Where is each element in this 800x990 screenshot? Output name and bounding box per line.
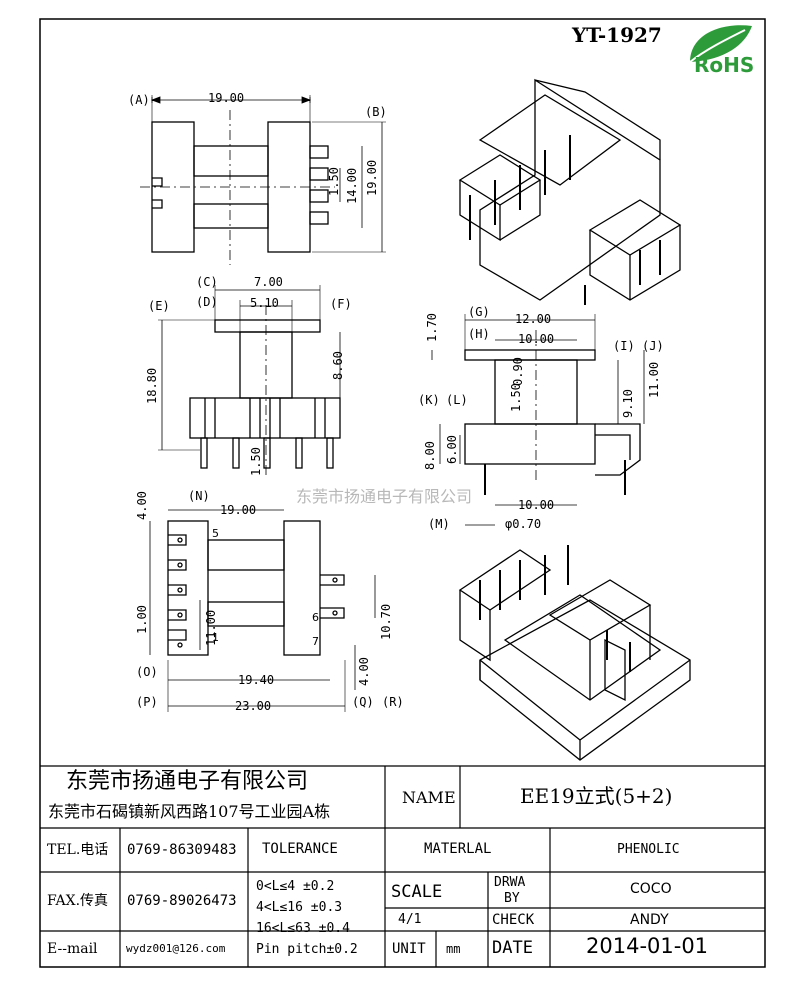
dim-top-height: 19.00 [365,159,379,196]
tolerance-row-1: 0<L≤4 ±0.2 [256,879,335,894]
dim-top-inner: 14.00 [345,167,359,204]
label-h: (H) [468,327,490,341]
dim-side-pin: φ0.70 [505,517,542,531]
label-p: (P) [136,695,158,709]
top-view [140,95,386,265]
label-g: (G) [468,305,490,319]
tolerance-row-2: 4<L≤16 ±0.3 [256,900,343,915]
watermark: 东莞市扬通电子有限公司 [296,487,473,506]
email-value: wydz001@126.com [126,942,226,955]
company-name: 东莞市扬通电子有限公司 [66,769,309,794]
rohs-leaf-icon [689,25,752,63]
dim-bottom-q: 4.00 [357,657,371,686]
title-block-grid [40,765,765,967]
side-view [431,314,645,526]
label-l: (L) [446,393,468,407]
date-value: 2014-01-01 [586,934,709,958]
dim-side-small2: 0.90 [511,357,525,386]
company-address: 东莞市石碣镇新风西路107号工业园A栋 [48,802,331,821]
label-d: (D) [196,295,218,309]
dim-bottom-p: 23.00 [235,699,272,713]
tolerance-label: TOLERANCE [262,841,338,857]
tolerance-row-4: Pin pitch±0.2 [256,942,358,957]
pin-label-5: 5 [212,527,219,540]
dim-side-g: 12.00 [515,312,552,326]
label-o: (O) [136,665,158,679]
label-i: (I) [613,339,635,353]
dim-front-d: 5.10 [250,296,279,310]
tel-label: TEL.电话 [47,842,109,858]
scale-label: SCALE [391,882,443,902]
iso-view-bottom [458,545,691,761]
label-r: (R) [382,695,404,709]
dim-side-bottom: 10.00 [518,498,555,512]
dim-side-l: 6.00 [445,435,459,464]
dim-side-j: 11.00 [647,361,661,398]
front-view [158,285,341,475]
rohs-label: RoHS [694,53,755,77]
label-e: (E) [148,299,170,313]
dim-front-c: 7.00 [254,275,283,289]
dim-bottom-right: 10.70 [379,603,393,640]
drawn-value: COCO [630,881,672,897]
tel-value: 0769-86309483 [127,842,237,858]
label-c: (C) [196,275,218,289]
pin-label-6: 6 [312,611,319,624]
fax-value: 0769-89026473 [127,893,237,909]
date-label: DATE [492,938,533,958]
dim-side-i: 9.10 [621,389,635,418]
material-value: PHENOLIC [617,842,680,857]
fax-label: FAX.传真 [47,893,109,909]
label-f: (F) [330,297,352,311]
unit-label: UNIT [392,941,426,957]
label-q: (Q) [352,695,374,709]
label-j: (J) [642,339,664,353]
dim-side-small1: 1.50 [509,383,523,412]
name-label: NAME [402,788,456,807]
drawn-label-2: BY [504,891,520,906]
dim-side-k: 8.00 [423,441,437,470]
check-value: ANDY [630,912,669,928]
tolerance-row-3: 16<L≤63 ±0.4 [256,921,350,936]
iso-view-top [458,78,682,305]
dim-bottom-left: 4.00 [135,491,149,520]
dim-side-h: 10.00 [518,332,555,346]
dim-top-width: 19.00 [208,91,245,105]
scale-value: 4/1 [398,912,422,927]
name-value: EE19立式(5+2) [520,784,673,808]
material-label: MATERLAL [424,841,492,857]
label-n: (N) [188,489,210,503]
label-m: (M) [428,517,450,531]
dim-top-small: 1.50 [327,167,341,196]
email-label: E--mail [47,941,98,957]
label-k: (K) [418,393,440,407]
dim-front-height: 18.80 [145,367,159,404]
label-a: (A) [128,93,150,107]
dim-bottom-o: 19.40 [238,673,275,687]
sheet-border [39,18,766,968]
check-label: CHECK [492,912,535,928]
pin-label-7: 7 [312,635,319,648]
bottom-view [149,509,376,712]
part-code: YT-1927 [572,23,662,47]
drawn-label-1: DRWA [494,875,526,890]
dim-side-gap: 1.70 [425,313,439,342]
dim-bottom-n: 19.00 [220,503,257,517]
pin-label-1: 1 [212,631,219,644]
dim-front-f: 8.60 [331,351,345,380]
unit-value: mm [446,942,461,956]
dim-bottom-pitch: 1.00 [135,605,149,634]
dim-front-pin: 1.50 [249,447,263,476]
label-b: (B) [365,105,387,119]
